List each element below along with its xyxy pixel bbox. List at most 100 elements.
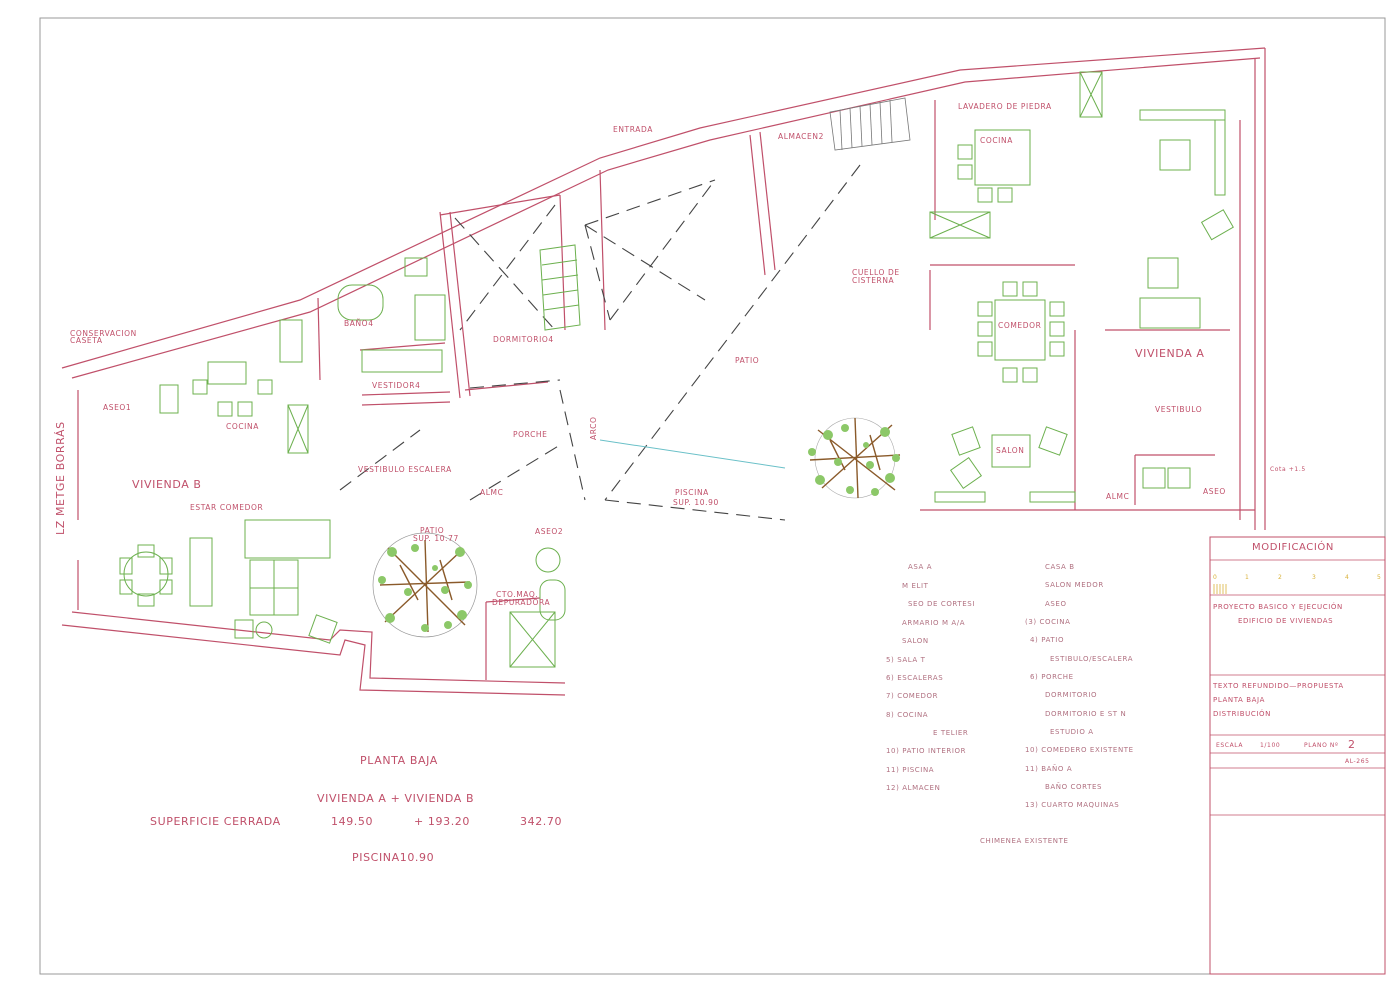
legend-b-7: DORMITORIO	[1045, 691, 1097, 699]
summary-sup-b: + 193.20	[414, 815, 470, 828]
rev-0: 0	[1213, 574, 1217, 581]
legend-a-1: M ELIT	[902, 582, 929, 590]
interior-walls-a	[749, 100, 1255, 520]
label-vivienda-b: VIVIENDA B	[132, 478, 202, 491]
summary-subtitle: VIVIENDA A + VIVIENDA B	[317, 792, 474, 805]
label-cocina-a: COCINA	[980, 136, 1013, 145]
legend-a-9: E TELIER	[933, 729, 968, 737]
summary-sup-total: 342.70	[520, 815, 562, 828]
legend-b-5: ESTIBULO/ESCALERA	[1050, 655, 1133, 663]
plano-value: 2	[1348, 738, 1356, 751]
legend-a-0: ASA A	[908, 563, 932, 571]
legend-b-9: ESTUDIO A	[1050, 728, 1094, 736]
rev-5: 5	[1377, 574, 1381, 581]
legend-b-2: ASEO	[1045, 600, 1067, 608]
sheet-frame	[39, 17, 1386, 975]
label-lavadero: LAVADERO DE PIEDRA	[958, 102, 1052, 111]
label-vivienda-a: VIVIENDA A	[1135, 347, 1205, 360]
label-arco: ARCO	[589, 416, 598, 440]
label-aseo2: ASEO2	[535, 527, 563, 536]
dashed-structures	[339, 164, 861, 521]
legend-b-10: 10) COMEDERO EXISTENTE	[1025, 746, 1134, 754]
label-cuello-1: CUELLO DE	[852, 268, 900, 277]
legend-b-13: 13) CUARTO MAQUINAS	[1025, 801, 1119, 809]
legend-a-3: ARMARIO M A/A	[902, 619, 965, 627]
legend-b-8: DORMITORIO E ST N	[1045, 710, 1126, 718]
label-patio: PATIO	[735, 356, 759, 365]
staircase-b	[539, 244, 581, 331]
summary-piscina: PISCINA10.90	[352, 851, 434, 864]
label-salon: SALON	[996, 446, 1024, 455]
rev-2: 2	[1278, 574, 1282, 581]
rev-4: 4	[1345, 574, 1349, 581]
legend-a-11: 11) PISCINA	[886, 766, 934, 774]
legend-b-6: 6) PORCHE	[1030, 673, 1074, 681]
legend-b-0: CASA B	[1045, 563, 1075, 571]
legend-note: CHIMENEA EXISTENTE	[980, 837, 1069, 845]
summary-superficie-label: SUPERFICIE CERRADA	[150, 815, 281, 828]
summary-sup-a: 149.50	[331, 815, 373, 828]
tree-a	[808, 417, 901, 499]
legend-a-8: 8) COCINA	[886, 711, 928, 719]
label-conservacion-1: CONSERVACION	[70, 329, 137, 338]
label-patio-b-2: SUP. 10.77	[413, 534, 459, 543]
escala-value: 1/100	[1260, 742, 1280, 749]
legend-a-6: 6) ESCALERAS	[886, 674, 943, 682]
legend-a-10: 10) PATIO INTERIOR	[886, 747, 966, 755]
label-street: LZ METGE BORRÁS	[54, 421, 67, 535]
label-cto-maq-1: CTO.MAQ.	[496, 590, 538, 599]
legend-b-11: 11) BAÑO A	[1025, 764, 1072, 773]
escala-label: ESCALA	[1216, 742, 1243, 749]
plano-label: PLANO Nº	[1304, 742, 1338, 749]
legend-b-3: (3) COCINA	[1025, 618, 1071, 626]
interior-walls-b	[317, 169, 606, 680]
furniture-a	[929, 71, 1234, 503]
label-piscina-2: SUP. 10.90	[673, 498, 719, 507]
label-vestibulo-a: VESTIBULO	[1155, 405, 1202, 414]
legend-a-12: 12) ALMACEN	[886, 784, 940, 792]
project-line-2: EDIFICIO DE VIVIENDAS	[1238, 617, 1333, 625]
legend-b-4: 4) PATIO	[1030, 636, 1064, 644]
legend: ASA A M ELIT SEO DE CORTESI ARMARIO M A/…	[886, 563, 1134, 845]
sheet-line-3: DISTRIBUCIÓN	[1213, 709, 1271, 718]
plan-code: AL-265	[1345, 758, 1370, 765]
legend-a-2: SEO DE CORTESI	[908, 600, 975, 608]
room-labels: ENTRADA ALMACEN2 LAVADERO DE PIEDRA COCI…	[54, 102, 1306, 607]
label-cuello-2: CISTERNA	[852, 276, 895, 285]
legend-a-4: SALON	[902, 637, 929, 645]
title-modificacion: MODIFICACIÓN	[1252, 540, 1334, 553]
legend-b-1: SALON MEDOR	[1045, 581, 1104, 589]
label-dormitorio: DORMITORIO4	[493, 335, 554, 344]
label-cto-maq-2: DEPURADORA	[492, 598, 551, 607]
rev-3: 3	[1312, 574, 1316, 581]
legend-a-7: 7) COMEDOR	[886, 692, 938, 700]
label-piscina-1: PISCINA	[675, 488, 709, 497]
label-aseo1: ASEO1	[103, 403, 131, 412]
pool-edge	[599, 439, 786, 469]
label-almc-b: ALMC	[480, 488, 503, 497]
label-porche: PORCHE	[513, 430, 547, 439]
tree-b	[372, 532, 478, 638]
label-bano: BAÑO4	[344, 319, 374, 328]
side-note: Cota +1.5	[1270, 466, 1306, 473]
staircase-a	[829, 97, 911, 151]
label-entrada: ENTRADA	[613, 125, 653, 134]
title-block: MODIFICACIÓN 0 1 2 3 4 5 PROYECTO BASICO…	[1209, 536, 1386, 975]
label-vestibulo-escalera: VESTIBULO ESCALERA	[358, 465, 452, 474]
project-line-1: PROYECTO BASICO Y EJECUCIÓN	[1213, 602, 1343, 611]
furniture-b	[119, 257, 566, 668]
label-almc-a: ALMC	[1106, 492, 1129, 501]
label-cocina-b: COCINA	[226, 422, 259, 431]
label-aseo-a: ASEO	[1203, 487, 1226, 496]
label-patio-b-1: PATIO	[420, 526, 444, 535]
label-almacen: ALMACEN2	[778, 132, 824, 141]
legend-b-12: BAÑO CORTES	[1045, 782, 1102, 791]
label-comedor-a: COMEDOR	[998, 321, 1041, 330]
rev-1: 1	[1245, 574, 1249, 581]
label-estar-comedor: ESTAR COMEDOR	[190, 503, 263, 512]
summary-block: PLANTA BAJA VIVIENDA A + VIVIENDA B SUPE…	[150, 754, 562, 864]
exterior-walls	[61, 47, 1266, 696]
sheet-line-1: TEXTO REFUNDIDO—PROPUESTA	[1212, 682, 1344, 690]
sheet-line-2: PLANTA BAJA	[1213, 696, 1265, 704]
